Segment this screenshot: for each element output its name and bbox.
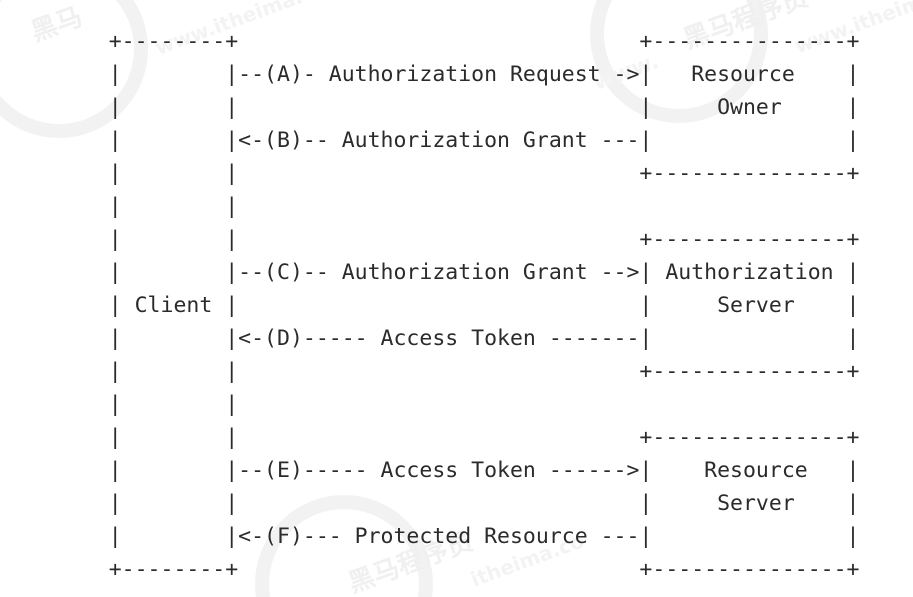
ascii-row-2: | | | Owner | xyxy=(44,95,860,120)
ascii-row-0: +--------+ +---------------+ xyxy=(44,29,860,54)
ascii-row-4: | | +---------------+ xyxy=(44,161,860,186)
ascii-row-6: | | +---------------+ xyxy=(44,227,860,252)
ascii-row-3: | |<-(B)-- Authorization Grant ---| | xyxy=(44,128,860,153)
ascii-row-5: | | xyxy=(44,194,239,219)
ascii-row-13: | |--(E)----- Access Token ------>| Reso… xyxy=(44,458,860,483)
ascii-row-9: | |<-(D)----- Access Token -------| | xyxy=(44,326,860,351)
ascii-row-16: +--------+ +---------------+ xyxy=(44,557,860,582)
ascii-row-14: | | | Server | xyxy=(44,491,860,516)
ascii-row-8: | Client | | Server | xyxy=(44,293,860,318)
ascii-row-7: | |--(C)-- Authorization Grant -->| Auth… xyxy=(44,260,860,285)
ascii-row-15: | |<-(F)--- Protected Resource ---| | xyxy=(44,524,860,549)
ascii-row-11: | | xyxy=(44,392,239,417)
ascii-row-12: | | +---------------+ xyxy=(44,425,860,450)
ascii-protocol-flow-diagram: +--------+ +---------------+ | |--(A)- A… xyxy=(44,29,860,582)
ascii-row-10: | | +---------------+ xyxy=(44,359,860,384)
ascii-row-1: | |--(A)- Authorization Request ->| Reso… xyxy=(44,62,860,87)
